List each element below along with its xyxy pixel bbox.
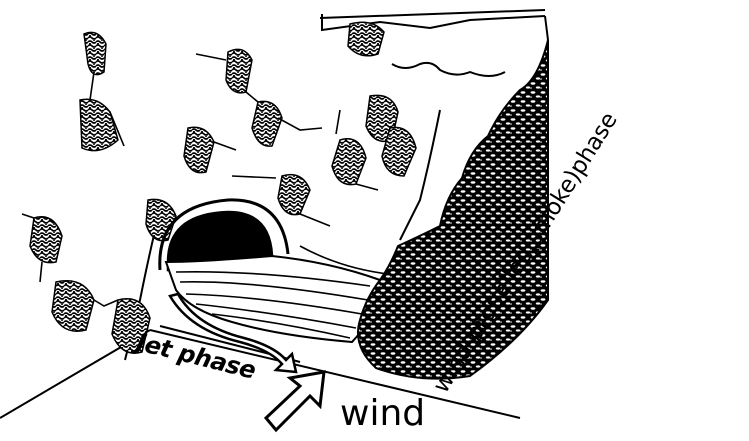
- smoke-column: [358, 40, 548, 379]
- wind-arrow: [266, 372, 324, 430]
- wind-label: wind: [340, 396, 425, 432]
- jet-plume: [166, 256, 380, 342]
